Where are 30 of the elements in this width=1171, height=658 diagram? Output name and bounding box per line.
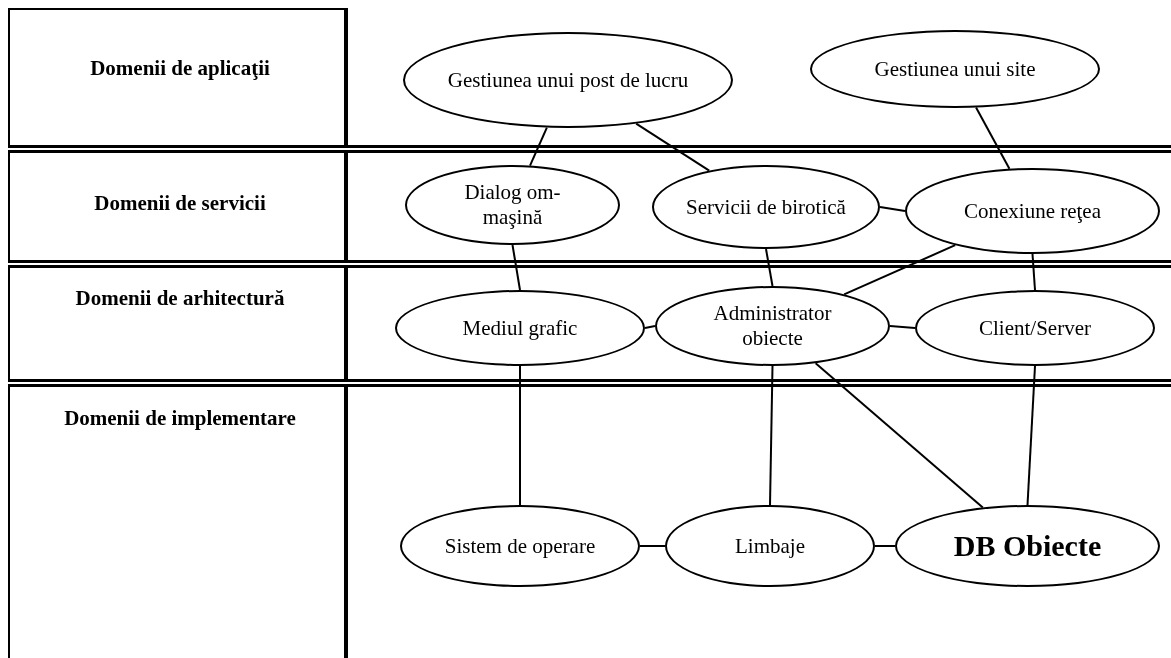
node-label: Administrator obiecte [712,301,833,351]
node-label: DB Obiecte [953,529,1102,563]
row-heading: Domenii de implementare [63,405,297,431]
node-label: Gestiunea unui site [874,56,1036,82]
connector-line [765,248,774,287]
node-label: Conexiune reţea [964,198,1101,224]
node-label: Mediul grafic [462,315,578,341]
node-label: Dialog om-maşină [463,180,562,230]
row-heading: Domenii de arhitectură [74,285,286,311]
connector-line [975,106,1011,170]
connector-line [769,365,774,506]
node-label: Client/Server [979,315,1091,341]
node-label: Gestiunea unui post de lucru [447,67,689,93]
connector-line [1031,253,1036,291]
connector-line [635,122,711,172]
connector-line [874,545,896,547]
connector-line [644,325,656,329]
connector-line [511,244,521,291]
connector-line [1026,365,1036,506]
row-heading: Domenii de servicii [93,190,267,216]
connector-line [879,206,906,212]
node-label: Limbaje [735,533,805,559]
connector-line [889,325,916,329]
connector-line [519,365,521,506]
connector-line [529,126,548,167]
node-label: Sistem de operare [444,533,596,559]
connector-line [843,244,957,296]
row-heading: Domenii de aplicaţii [89,55,271,81]
connector-line [639,545,666,547]
node-label: Servicii de birotică [686,194,846,220]
